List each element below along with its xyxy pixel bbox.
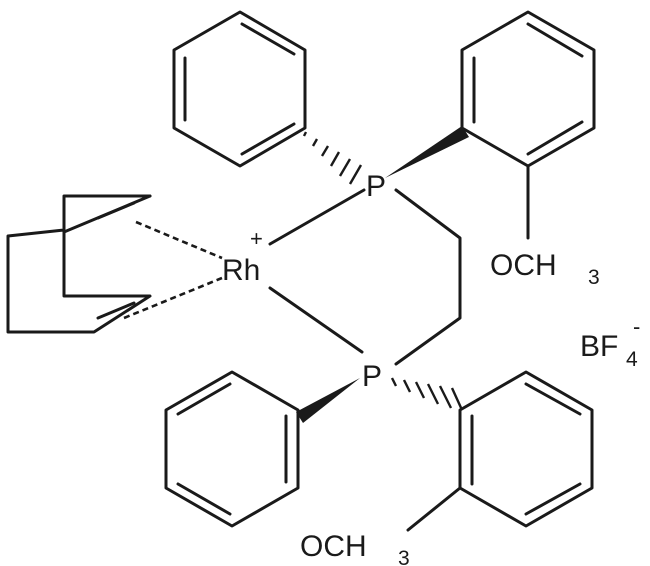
rh-charge: + [250,226,263,251]
wedge-bond-top-right [385,126,469,178]
cyclooctadiene-ring [6,194,152,334]
bond-rh-to-p-top [268,188,366,246]
counterion-subscript: 4 [626,348,638,371]
ome-top-subscript: 3 [588,266,600,289]
bond-rh-to-p-bottom [268,286,364,354]
phenyl-ring-top-left [172,10,307,168]
hashed-bond-bottom-right [390,377,464,411]
wedge-bond-bottom-left [296,378,360,423]
counterion-charge: - [633,314,640,339]
rh-label: Rh [222,254,260,287]
ome-top-label: OCH [490,249,557,282]
ethylene-bridge [394,188,462,366]
dashed-bond-cod-lower [123,276,223,320]
p-top-label: P [366,170,386,203]
dashed-bond-cod-upper [135,220,223,260]
counterion-label: BF [580,330,618,363]
phenyl-ring-bottom-left [164,370,300,528]
p-bottom-label: P [362,360,382,393]
aryl-ring-bottom-right [458,370,594,528]
ome-bottom-label: OCH [300,530,367,563]
hashed-bond-top-left [302,131,363,185]
bond-ring-to-ome-bottom [406,486,462,532]
aryl-ring-top-right [460,10,596,168]
ome-bottom-subscript: 3 [398,547,410,566]
